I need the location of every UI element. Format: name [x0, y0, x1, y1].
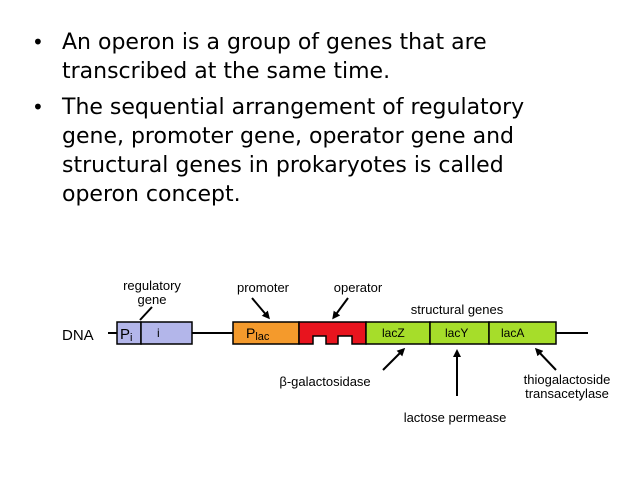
- structural-genes-label: structural genes: [411, 302, 504, 317]
- bullet-item: • An operon is a group of genes that are…: [30, 28, 620, 86]
- bullet-text-line: gene, promoter gene, operator gene and: [62, 124, 514, 149]
- lacz-label: lacZ: [382, 326, 405, 340]
- bullet-dot-icon: •: [32, 30, 44, 54]
- operon-diagram: DNA Pi i Plac lacZ lacY lacA regulatory …: [62, 278, 611, 425]
- beta-galactosidase-arrow: [382, 347, 406, 371]
- laca-label: lacA: [501, 326, 524, 340]
- bullet-text-line: structural genes in prokaryotes is calle…: [62, 153, 504, 178]
- pi-label: Pi: [120, 326, 132, 344]
- operator-arrow: [332, 297, 349, 320]
- regulatory-gene-box: [140, 321, 193, 345]
- regulatory-label: regulatory: [123, 278, 181, 293]
- bullet-text-line: The sequential arrangement of regulatory: [62, 95, 525, 120]
- operator-label: operator: [334, 280, 383, 295]
- laca-gene-box: [488, 321, 557, 345]
- beta-galactosidase-label: β-galactosidase: [279, 374, 370, 389]
- thiogalactoside-arrow: [534, 347, 557, 371]
- regulatory-label-gene: gene: [138, 292, 167, 307]
- promoter-label: promoter: [237, 280, 290, 295]
- i-gene-label: i: [157, 326, 160, 340]
- transacetylase-label: transacetylase: [525, 386, 609, 401]
- lactose-permease-label: lactose permease: [404, 410, 507, 425]
- bullet-text-line: operon concept.: [62, 182, 241, 207]
- regulatory-pointer-line: [139, 306, 153, 321]
- thiogalactoside-label: thiogalactoside: [524, 372, 611, 387]
- promoter-arrow: [251, 297, 270, 320]
- bullet-text-line: An operon is a group of genes that are: [62, 30, 487, 55]
- bullet-dot-icon: •: [32, 95, 44, 119]
- plac-label: Plac: [246, 325, 270, 343]
- lacy-label: lacY: [445, 326, 468, 340]
- dna-label: DNA: [62, 327, 94, 344]
- bullet-item: • The sequential arrangement of regulato…: [30, 93, 620, 209]
- bullet-text-line: transcribed at the same time.: [62, 59, 391, 84]
- bullet-list: • An operon is a group of genes that are…: [30, 28, 620, 216]
- operator-box: [298, 321, 367, 345]
